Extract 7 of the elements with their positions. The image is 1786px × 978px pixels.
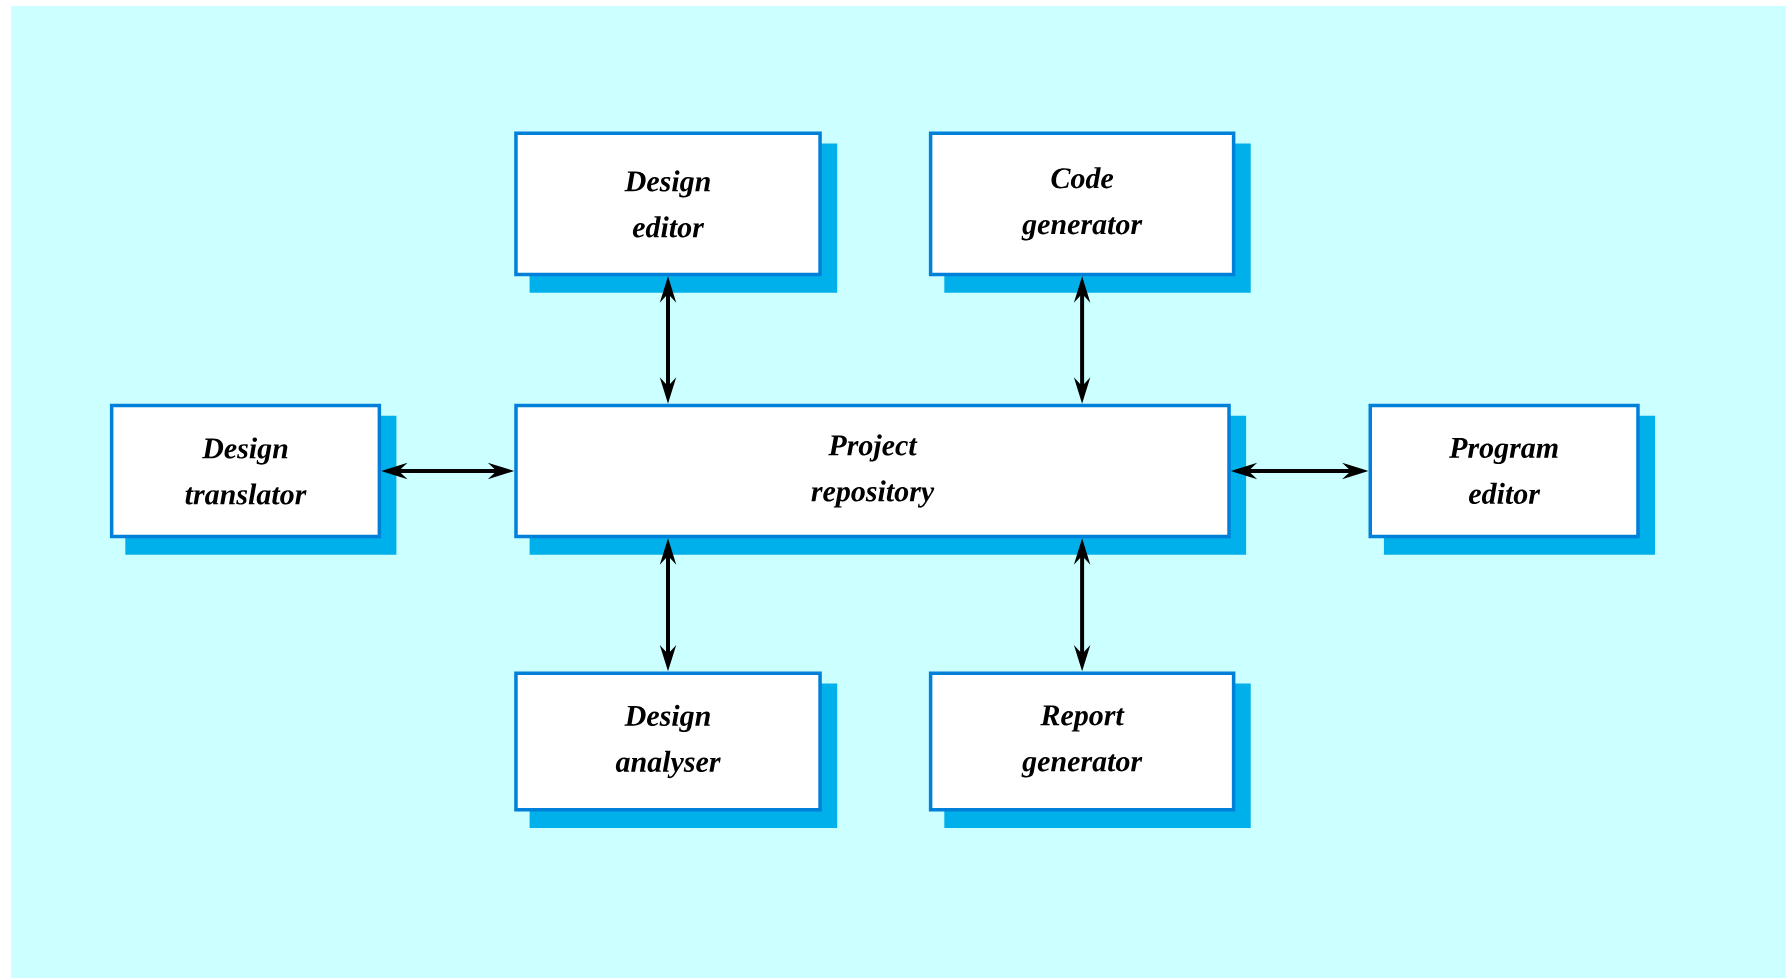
process-box: Code generator	[928, 131, 1251, 293]
process-box: Design translator	[109, 403, 397, 555]
process-box: Report generator	[928, 671, 1251, 829]
process-box: Design editor	[514, 131, 838, 293]
process-box: Program editor	[1368, 403, 1655, 555]
process-box: Project repository	[514, 403, 1247, 555]
process-box: Design analyser	[514, 671, 838, 829]
